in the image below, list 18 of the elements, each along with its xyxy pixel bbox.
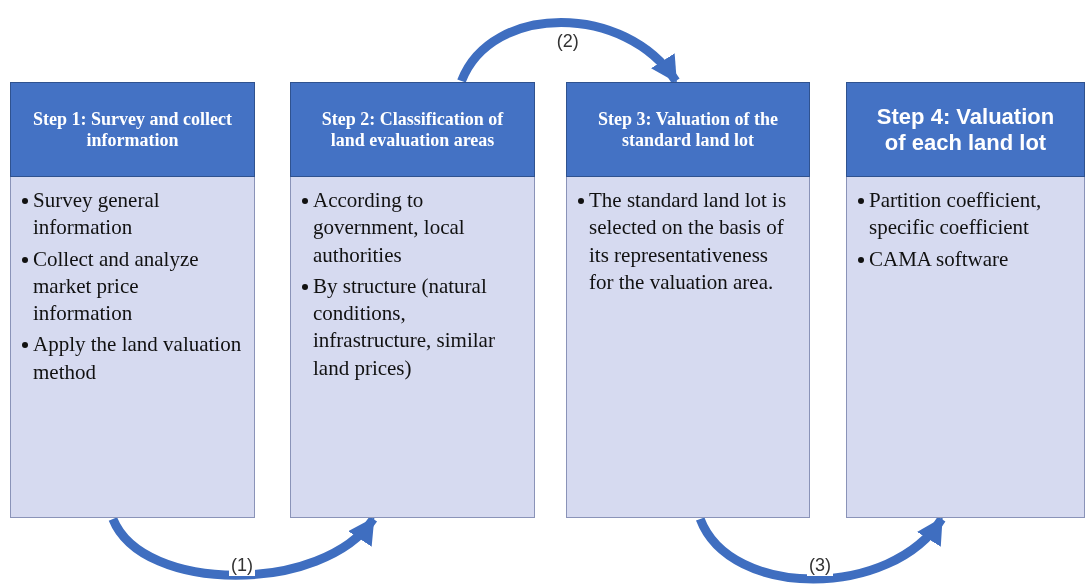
bullet-text: Collect and analyze market price information [33,246,199,326]
edge-label: (1) [229,555,256,576]
step-title: Step 2: Classification of land evaluation areas [320,108,505,151]
step-title: Step 3: Valuation of the standard land lot [597,108,779,151]
edge-label: (2) [554,31,581,52]
bullet-text: CAMA software [869,246,1009,271]
curved-arrow [457,18,680,84]
curved-arrow [109,516,377,580]
bullet-text: The standard land lot is selected on the basis of its representativeness for the valuation area. [589,188,787,294]
curved-arrow [696,516,946,584]
edge-label: (3) [806,555,833,576]
bullet-text: According to government, local authorities [313,188,465,267]
bullet-text: Partition coefficient, specific coefficient [869,188,1042,240]
bullet-text: Apply the land valuation method [33,332,242,384]
step-title: Step 1: Survey and collect information [33,108,232,151]
step-title: Step 4: Valuation of each land lot [875,104,1056,155]
bullet-text: Survey general information [33,188,160,240]
bullet-text: By structure (natural conditions, infrastructure, similar land prices) [313,273,495,380]
